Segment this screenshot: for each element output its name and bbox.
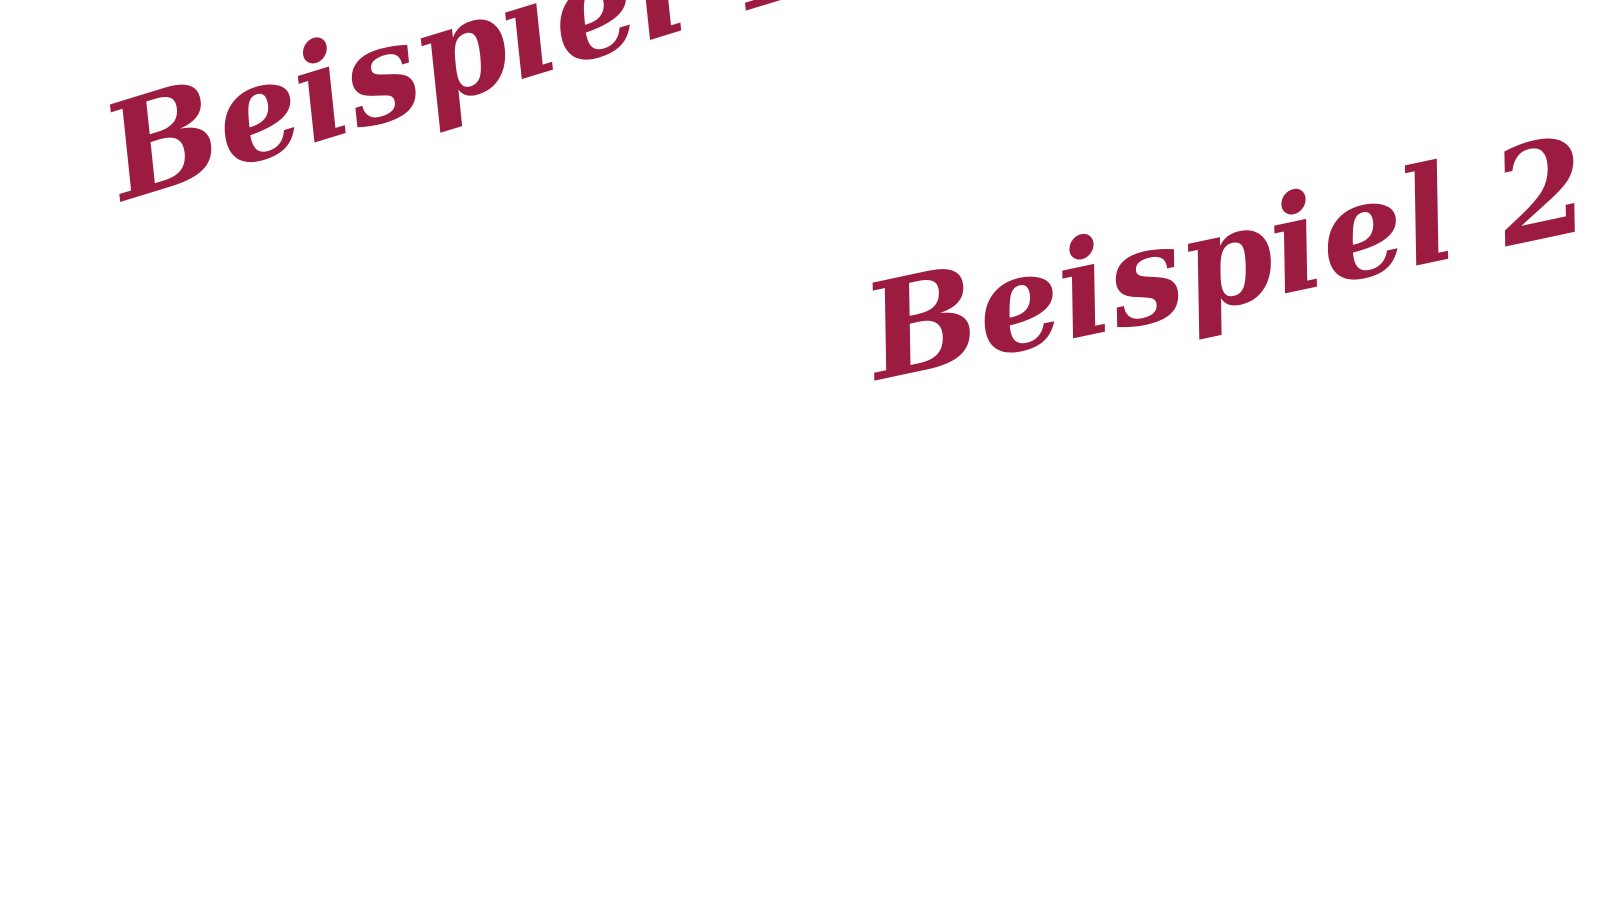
example-2-label: Beispiel 2 (851, 107, 1600, 412)
example-1-label: Beispiel 1 (87, 0, 835, 232)
